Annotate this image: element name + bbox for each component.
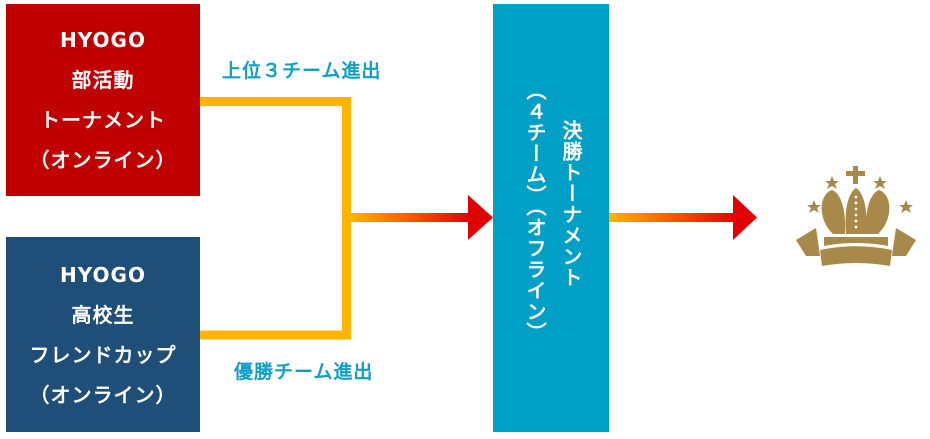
qualifier-friend-cup: HYOGO 高校生 フレンドカップ （オンライン）	[6, 237, 200, 432]
qualifier-club-tournament: HYOGO 部活動 トーナメント （オンライン）	[6, 4, 200, 196]
qualifier-line: 高校生	[71, 302, 135, 327]
final-subtitle: （４チーム）（オフライン）	[523, 80, 547, 343]
advance-label-bottom: 優勝チーム進出	[234, 361, 374, 383]
qualifier-line: フレンドカップ	[29, 342, 177, 367]
qualifier-line: 部活動	[71, 68, 135, 92]
arrow-to-winner	[609, 195, 757, 240]
qualifier-line: HYOGO	[60, 28, 146, 52]
advance-label-top: 上位３チーム進出	[222, 60, 382, 82]
final-title: 決勝トーナメント	[559, 120, 583, 288]
qualifier-line: （オンライン）	[29, 148, 177, 172]
final-tournament	[493, 4, 609, 432]
qualifier-line: （オンライン）	[29, 382, 177, 407]
qualifier-line: HYOGO	[60, 262, 146, 287]
crown-icon	[796, 166, 916, 266]
arrow-to-final	[351, 195, 493, 240]
bracket-line	[200, 97, 351, 340]
qualifier-line: トーナメント	[40, 108, 166, 132]
